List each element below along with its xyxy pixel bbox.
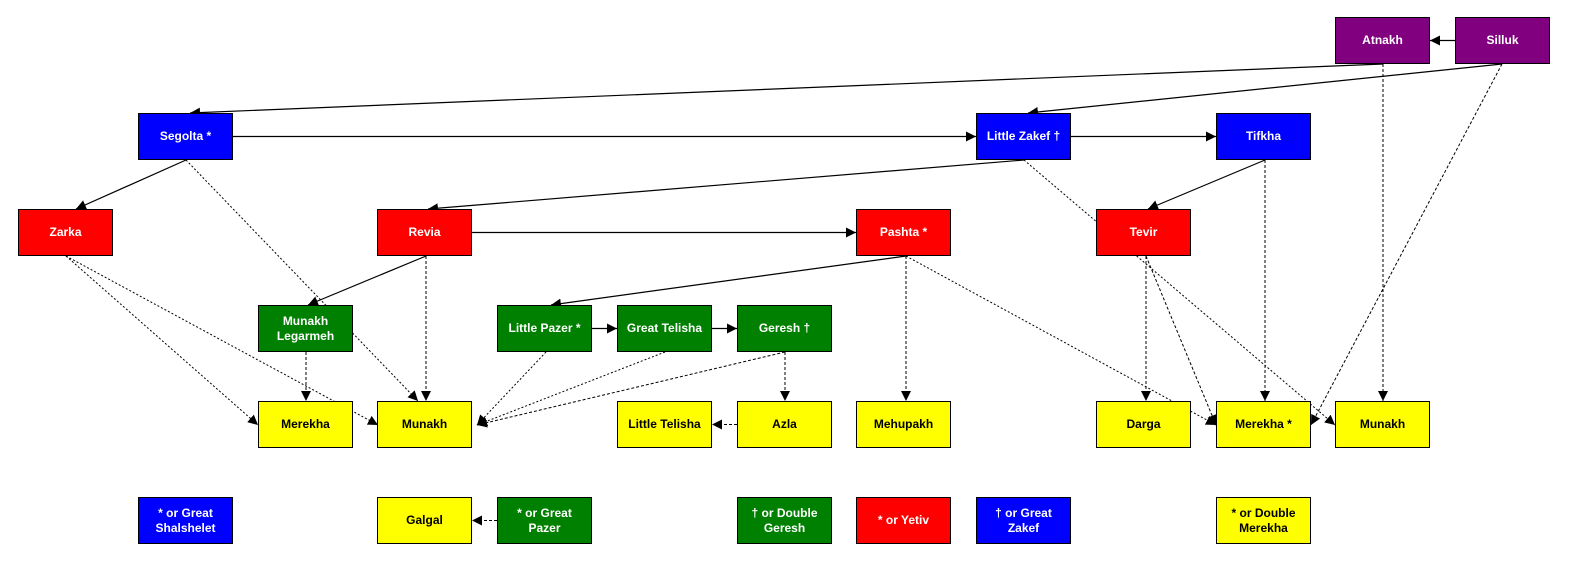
node-label: Merekha bbox=[281, 417, 330, 431]
node-label: † or Great Zakef bbox=[995, 505, 1052, 535]
node-label: * or Yetiv bbox=[877, 513, 930, 527]
edge-tevir-to-merekha-2 bbox=[1145, 255, 1217, 426]
node-azla[interactable]: Azla bbox=[737, 401, 832, 448]
edge-silluk-to-merekha-2 bbox=[1310, 63, 1503, 426]
node-label: Silluk bbox=[1486, 33, 1519, 47]
edge-little-zakef-to-revia bbox=[427, 159, 1025, 214]
edge-segolta-to-zarka bbox=[75, 159, 187, 210]
node-label: Great Telisha bbox=[626, 321, 703, 335]
node-geresh[interactable]: Geresh † bbox=[737, 305, 832, 352]
node-zarka[interactable]: Zarka bbox=[18, 209, 113, 256]
node-silluk[interactable]: Silluk bbox=[1455, 17, 1550, 64]
node-label: Revia bbox=[408, 225, 441, 239]
node-label: * or Great Pazer bbox=[517, 505, 572, 535]
edge-tifkha-to-tevir bbox=[1147, 159, 1266, 210]
node-munakh-1[interactable]: Munakh bbox=[377, 401, 472, 448]
edge-zarka-to-munakh-1 bbox=[65, 255, 379, 426]
node-galgal[interactable]: Galgal bbox=[377, 497, 472, 544]
edge-zarka-to-merekha-1 bbox=[65, 255, 259, 426]
node-label: Segolta * bbox=[159, 129, 212, 143]
node-label: Little Zakef † bbox=[986, 129, 1061, 143]
node-little-telisha[interactable]: Little Telisha bbox=[617, 401, 712, 448]
node-revia[interactable]: Revia bbox=[377, 209, 472, 256]
node-darga[interactable]: Darga bbox=[1096, 401, 1191, 448]
node-atnakh[interactable]: Atnakh bbox=[1335, 17, 1430, 64]
node-label: Merekha * bbox=[1235, 417, 1292, 431]
node-mehupakh[interactable]: Mehupakh bbox=[856, 401, 951, 448]
edge-pashta-to-little-pazer bbox=[550, 255, 907, 309]
node-little-pazer[interactable]: Little Pazer * bbox=[497, 305, 592, 352]
node-label: Geresh † bbox=[758, 321, 811, 335]
node-pashta[interactable]: Pashta * bbox=[856, 209, 951, 256]
node-legend-double-geresh[interactable]: † or Double Geresh bbox=[737, 497, 832, 544]
node-label: Munakh bbox=[401, 417, 448, 431]
node-legend-double-merekha[interactable]: * or Double Merekha bbox=[1216, 497, 1311, 544]
node-label: Galgal bbox=[406, 513, 443, 527]
node-label: Tifkha bbox=[1245, 129, 1282, 143]
node-label: Darga bbox=[1126, 417, 1161, 431]
node-label: Tevir bbox=[1129, 225, 1158, 239]
edge-little-zakef-to-munakh-2 bbox=[1023, 159, 1336, 426]
node-merekha-1[interactable]: Merekha bbox=[258, 401, 353, 448]
edge-great-telisha-to-munakh-1 bbox=[476, 351, 666, 427]
node-legend-yetiv[interactable]: * or Yetiv bbox=[856, 497, 951, 544]
node-little-zakef[interactable]: Little Zakef † bbox=[976, 113, 1071, 160]
node-legend-great-pazer[interactable]: * or Great Pazer bbox=[497, 497, 592, 544]
edge-segolta-to-munakh-1 bbox=[185, 159, 419, 402]
node-label: Little Pazer * bbox=[508, 321, 581, 335]
node-label: Azla bbox=[772, 417, 797, 431]
node-label: Munakh bbox=[1359, 417, 1406, 431]
edge-geresh-to-munakh-1 bbox=[476, 351, 786, 428]
node-label: Little Telisha bbox=[628, 417, 701, 431]
node-label: Atnakh bbox=[1362, 33, 1403, 47]
node-label: * or Double Merekha bbox=[1231, 505, 1296, 535]
node-label: Mehupakh bbox=[873, 417, 934, 431]
node-segolta[interactable]: Segolta * bbox=[138, 113, 233, 160]
node-label: Munakh Legarmeh bbox=[276, 313, 335, 343]
edge-little-pazer-to-munakh-1 bbox=[476, 351, 547, 426]
edge-revia-to-munakh-legarmeh bbox=[307, 255, 427, 306]
node-tifkha[interactable]: Tifkha bbox=[1216, 113, 1311, 160]
node-great-telisha[interactable]: Great Telisha bbox=[617, 305, 712, 352]
node-label: Pashta * bbox=[879, 225, 928, 239]
node-munakh-legarmeh[interactable]: Munakh Legarmeh bbox=[258, 305, 353, 352]
edge-pashta-to-merekha-2 bbox=[905, 255, 1217, 426]
node-label: † or Double Geresh bbox=[751, 505, 818, 535]
node-legend-shalshelet[interactable]: * or Great Shalshelet bbox=[138, 497, 233, 544]
node-legend-great-zakef[interactable]: † or Great Zakef bbox=[976, 497, 1071, 544]
node-label: Zarka bbox=[49, 225, 82, 239]
edge-atnakh-to-segolta bbox=[189, 63, 1384, 118]
node-merekha-2[interactable]: Merekha * bbox=[1216, 401, 1311, 448]
node-tevir[interactable]: Tevir bbox=[1096, 209, 1191, 256]
edge-silluk-to-little-zakef bbox=[1027, 63, 1503, 117]
node-label: * or Great Shalshelet bbox=[155, 505, 216, 535]
node-munakh-2[interactable]: Munakh bbox=[1335, 401, 1430, 448]
